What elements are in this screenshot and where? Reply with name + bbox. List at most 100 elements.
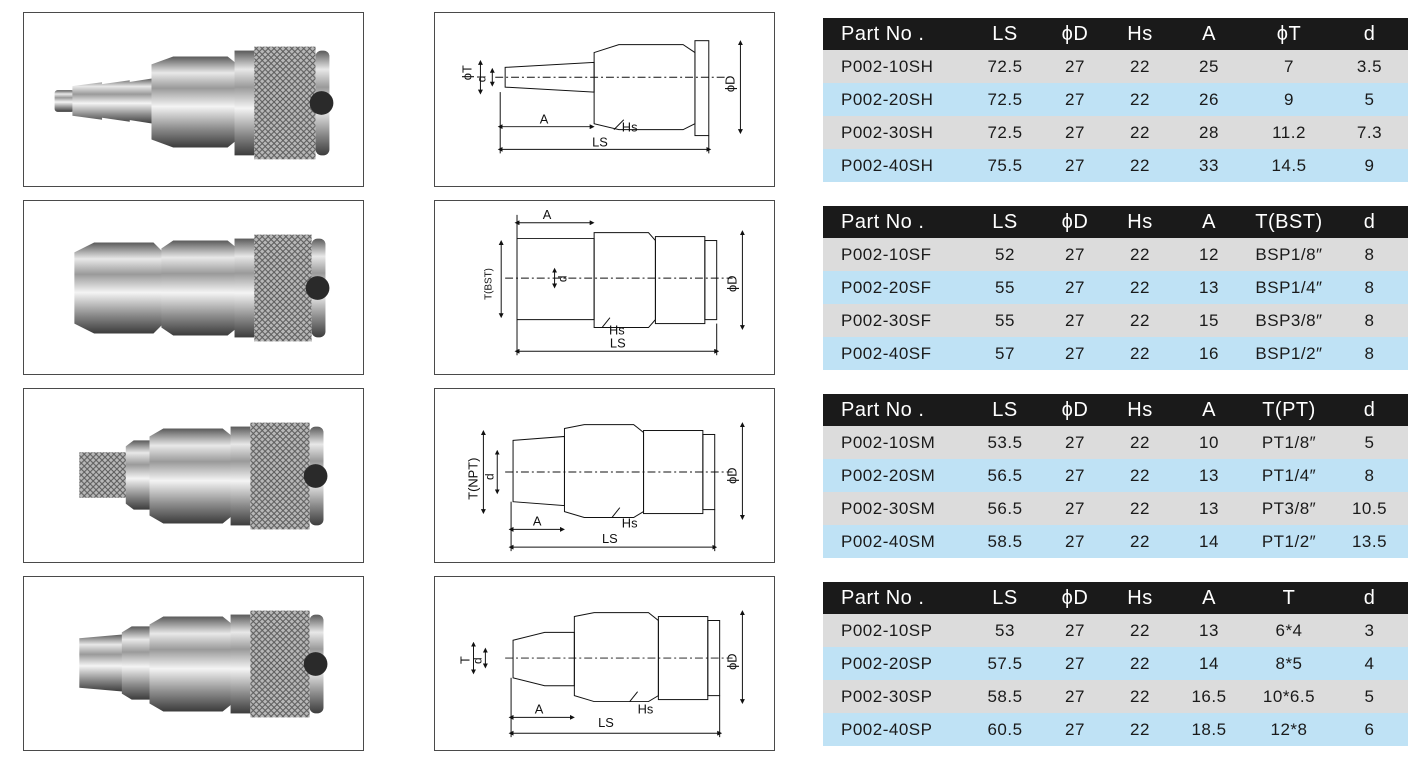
cell: 13.5 (1331, 525, 1408, 558)
cell: 12 (1171, 238, 1247, 271)
cell: P002-40SM (823, 525, 969, 558)
technical-drawing-sf: T(BST) d A Hs LS ϕD (434, 200, 775, 375)
cell: 22 (1109, 426, 1171, 459)
cell: 5 (1331, 680, 1408, 713)
cell: 27 (1041, 271, 1109, 304)
cell: P002-40SP (823, 713, 969, 746)
cell: 27 (1041, 525, 1109, 558)
cell: 13 (1171, 271, 1247, 304)
cell: PT1/2″ (1247, 525, 1331, 558)
cell: 27 (1041, 50, 1109, 83)
cell: 5 (1331, 426, 1408, 459)
cell: 26 (1171, 83, 1247, 116)
cell: PT1/8″ (1247, 426, 1331, 459)
cell: 22 (1109, 304, 1171, 337)
cell: 13 (1171, 459, 1247, 492)
header-part-no: Part No . (823, 582, 969, 614)
header-hs: Hs (1109, 18, 1171, 50)
header-a: A (1171, 394, 1247, 426)
header-part-no: Part No . (823, 18, 969, 50)
label-a: A (533, 513, 542, 528)
cell: 22 (1109, 116, 1171, 149)
cell: 3 (1331, 614, 1408, 647)
table-header-row: Part No . LS ϕD Hs A T(PT) d (823, 394, 1408, 426)
cell: 27 (1041, 614, 1109, 647)
cell: 75.5 (969, 149, 1041, 182)
cell: P002-20SP (823, 647, 969, 680)
cell: 60.5 (969, 713, 1041, 746)
header-hs: Hs (1109, 582, 1171, 614)
label-hs: Hs (622, 120, 638, 135)
cell: 16.5 (1171, 680, 1247, 713)
cell: 9 (1331, 149, 1408, 182)
cell: P002-30SH (823, 116, 969, 149)
label-diameter-d: ϕD (724, 275, 739, 291)
section-sf: T(BST) d A Hs LS ϕD Part No . LS ϕD Hs A… (0, 200, 1417, 375)
section-sp: T d A Hs LS ϕD Part No . LS ϕD Hs A T d … (0, 576, 1417, 751)
cell: P002-20SF (823, 271, 969, 304)
cell: 27 (1041, 116, 1109, 149)
cell: 33 (1171, 149, 1247, 182)
label-diameter-d: ϕD (724, 653, 739, 669)
cell: P002-20SM (823, 459, 969, 492)
cell: 27 (1041, 647, 1109, 680)
label-diameter-t: ϕT (460, 65, 475, 80)
header-hs: Hs (1109, 394, 1171, 426)
header-a: A (1171, 206, 1247, 238)
cell: P002-10SP (823, 614, 969, 647)
cell: 22 (1109, 647, 1171, 680)
cell: P002-10SF (823, 238, 969, 271)
cell: 3.5 (1331, 50, 1408, 83)
cell: 27 (1041, 713, 1109, 746)
cell: BSP1/2″ (1247, 337, 1331, 370)
cell: 8 (1331, 271, 1408, 304)
cell: 27 (1041, 459, 1109, 492)
cell: 27 (1041, 83, 1109, 116)
cell: 22 (1109, 238, 1171, 271)
cell: 56.5 (969, 459, 1041, 492)
header-d: d (1331, 206, 1408, 238)
header-a: A (1171, 582, 1247, 614)
label-hs: Hs (622, 515, 638, 530)
table-header-row: Part No . LS ϕD Hs A ϕT d (823, 18, 1408, 50)
header-t: T(PT) (1247, 394, 1331, 426)
cell: 57.5 (969, 647, 1041, 680)
label-diameter-d: ϕD (722, 76, 737, 92)
label-a: A (540, 112, 549, 127)
technical-drawing-sp: T d A Hs LS ϕD (434, 576, 775, 751)
cell: 27 (1041, 680, 1109, 713)
cell: 9 (1247, 83, 1331, 116)
cell: 10.5 (1331, 492, 1408, 525)
cell: 58.5 (969, 680, 1041, 713)
cell: 53 (969, 614, 1041, 647)
cell: 22 (1109, 149, 1171, 182)
cell: BSP1/4″ (1247, 271, 1331, 304)
cell: 27 (1041, 337, 1109, 370)
header-d: d (1331, 582, 1408, 614)
header-ls: LS (969, 394, 1041, 426)
cell: 53.5 (969, 426, 1041, 459)
cell: 22 (1109, 614, 1171, 647)
label-diameter-d: ϕD (724, 467, 739, 483)
product-photo-hose-barb-coupler (23, 12, 364, 187)
cell: 13 (1171, 614, 1247, 647)
cell: 15 (1171, 304, 1247, 337)
header-ls: LS (969, 18, 1041, 50)
label-d: d (474, 76, 488, 83)
cell: 72.5 (969, 116, 1041, 149)
cell: 22 (1109, 337, 1171, 370)
cell: 10 (1171, 426, 1247, 459)
cell: 8*5 (1247, 647, 1331, 680)
cell: 14.5 (1247, 149, 1331, 182)
